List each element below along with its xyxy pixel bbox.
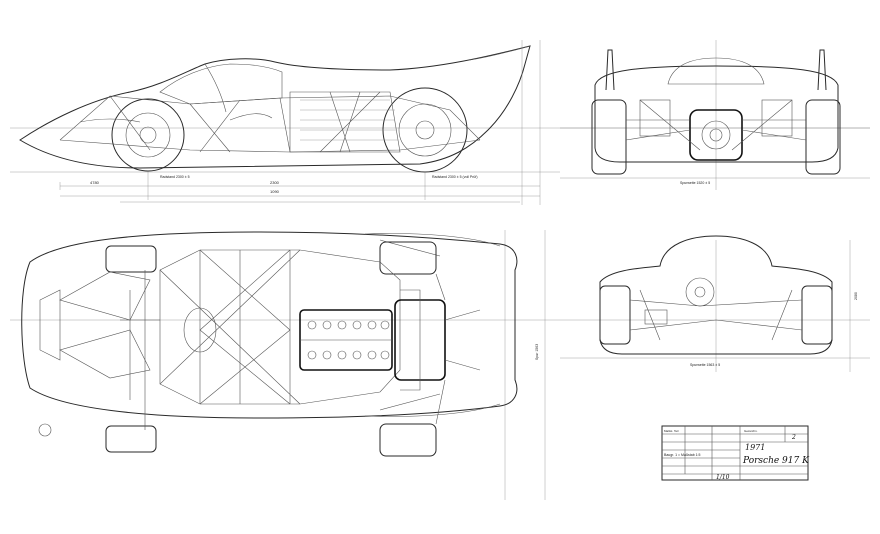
title-block-year: 1971 [745, 443, 765, 452]
title-block-model: Porsche 917 K [742, 456, 810, 466]
side-view-right-note: Radstand 2300 ± 5 (voll Prüf) [432, 175, 478, 179]
side-dim-b: 2300 [270, 180, 280, 185]
title-block-header-left: Maßst. Teil [664, 429, 679, 433]
front-view: Spurweite 1563 ± 5 2080 [560, 235, 870, 372]
rear-view: Spurweite 1520 ± 5 [560, 40, 870, 190]
plan-view: Spur 1563 [10, 230, 870, 500]
front-dim-right: 2080 [854, 292, 858, 300]
plan-side-note: Spur 1563 [535, 344, 539, 360]
side-dim-c: 1090 [270, 189, 280, 194]
title-block-stamp: 2 [791, 434, 796, 441]
title-block-header-mid: Gezeichn. [744, 429, 758, 433]
title-block: Maßst. Teil Gezeichn. 2 1971 Baugr. 1 = … [661, 425, 810, 481]
rear-view-note: Spurweite 1520 ± 5 [680, 181, 710, 185]
title-block-scale: 1/10 [716, 474, 730, 481]
side-dim-a: 4780 [90, 180, 100, 185]
side-view: 4780 2300 1090 Radstand 2300 ± 5 Radstan… [10, 40, 870, 205]
front-view-note: Spurweite 1563 ± 5 [690, 363, 720, 367]
title-block-notes: Baugr. 1 = Maßstab 1:5 [664, 453, 701, 457]
side-view-left-note: Radstand 2300 ± 5 [160, 175, 190, 179]
